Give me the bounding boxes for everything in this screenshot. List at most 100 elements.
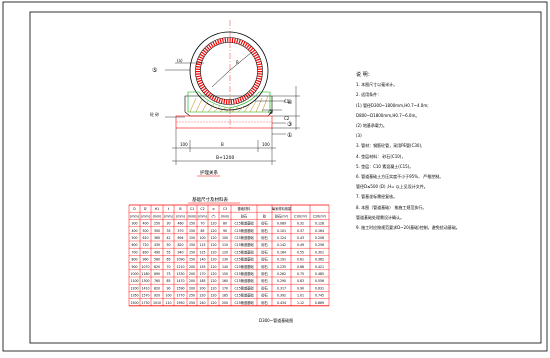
table-cell: 1500 (130, 301, 138, 305)
note-line: (3) (356, 133, 362, 139)
table-cell: 500 (142, 229, 148, 233)
table-cell: 820 (177, 243, 183, 247)
table-cell: 250 (189, 294, 195, 298)
bed-outline (184, 95, 273, 117)
callout-1: ① (287, 132, 292, 139)
table-cell: 0.869 (315, 301, 324, 305)
dim-c1-label: C1 (284, 99, 290, 104)
table-cell: 1180 (141, 272, 149, 276)
table-grid (128, 204, 330, 307)
table-cell: 125 (199, 250, 205, 254)
table-cell: 0.128 (315, 222, 324, 226)
note-line: D800~D1800mm,H0.7~6.0m。 (356, 112, 420, 118)
table-cell: 490 (154, 250, 160, 254)
table-subheader-cell: (mm) (198, 214, 207, 218)
table-header-cell: C1 (190, 207, 194, 211)
table-subheader-cell: (mm) (221, 214, 230, 218)
table-cell: 0.101 (277, 229, 286, 233)
table-cell: 砂石 (261, 271, 267, 276)
table-cell: 240 (199, 301, 205, 305)
table-cell: 砂石 (261, 249, 267, 254)
table-cell: 0.434 (277, 301, 286, 305)
table-cell: 120 (210, 272, 216, 276)
table-cell: 760 (154, 279, 160, 283)
table-cell: 砂石 (261, 293, 267, 298)
table-cell: 940 (177, 250, 183, 254)
table-cell: 100 (165, 294, 171, 298)
table-cell: 720 (142, 243, 148, 247)
pipe-wall-outer (195, 37, 263, 105)
table-cell: 960 (142, 258, 148, 262)
table-cell: 200 (189, 265, 195, 269)
table-cell: 0.124 (277, 236, 286, 240)
table-cell: 0.142 (277, 243, 286, 247)
table-cell: 砂石 (261, 235, 267, 240)
callout-3: ③ (287, 121, 292, 128)
view-title: 护理关系 (200, 169, 218, 176)
table-cell: 55 (166, 250, 170, 254)
table-cell: 250 (189, 301, 195, 305)
table-cell: 1000 (130, 272, 138, 276)
table-cell: 200 (199, 286, 205, 290)
table-cell: 120 (210, 250, 216, 254)
table-subheader-cell: 砂石(m³) (275, 213, 288, 218)
table-cell: 砂石 (261, 285, 267, 290)
callout-5: ⑤ (152, 67, 157, 74)
table-cell: 50 (166, 243, 170, 247)
table-subheader-cell: (mm) (176, 214, 185, 218)
table-cell: C15管道基础 (234, 235, 253, 240)
table-header-cell: 每米材料用量 (272, 206, 292, 211)
table-cell: 0.745 (315, 294, 324, 298)
table-cell: 90 (166, 286, 170, 290)
table-cell: 砂石 (261, 264, 267, 269)
table-subheader-cell: (mm) (141, 214, 150, 218)
table-cell: 150 (189, 222, 195, 226)
radius-line (228, 51, 253, 72)
table-cell: 200 (222, 301, 228, 305)
table-cell: 170 (222, 286, 228, 290)
bottom-caption: D300~管道基础图 (259, 317, 293, 323)
table-subheader-cell: C20(m³) (313, 214, 326, 218)
table-cell: 690 (154, 272, 160, 276)
table-cell: 0.556 (315, 279, 324, 283)
table-header-cell: 基础材料 (238, 206, 252, 211)
table-cell: 1200 (130, 286, 138, 290)
table-cell: 0.631 (315, 286, 324, 290)
note-line: 管径D≤500 (D) ,H= 以上见设计文件。 (356, 184, 428, 190)
table-subheader-cell: (mm) (164, 214, 173, 218)
table-cell: 1730 (141, 301, 149, 305)
table-cell: 130 (222, 258, 228, 262)
table-subheader-cell: (°) (211, 214, 215, 218)
table-title: 基础尺寸及材料表 (192, 196, 228, 203)
table-cell: 150 (189, 250, 195, 254)
table-cell: 120 (210, 301, 216, 305)
table-cell: 120 (210, 294, 216, 298)
table-header-cell: C3 (223, 207, 227, 211)
table-header-cell: D (133, 207, 136, 211)
label-a: (a) (177, 58, 183, 63)
table-cell: C15管道基础 (234, 278, 253, 283)
table-cell: 100 (199, 236, 205, 240)
table-cell: 1950 (176, 301, 184, 305)
table-cell: 42 (166, 236, 170, 240)
table-cell: 400 (142, 222, 148, 226)
table-cell: 砂石 (261, 300, 267, 305)
table-cell: 620 (154, 265, 160, 269)
table-cell: 694 (177, 236, 183, 240)
pipe-wall-hatch (195, 37, 263, 105)
table-cell: C15管道基础 (234, 257, 253, 262)
table-cell: C15管道基础 (234, 285, 253, 290)
note-line: 3. 管材：钢筋砼管，采用PE管(C30), (356, 143, 423, 149)
table-cell: 120 (210, 265, 216, 269)
table-cell: C15管道基础 (234, 300, 253, 305)
table-cell: 1300 (141, 279, 149, 283)
table-cell: 600 (131, 243, 137, 247)
note-line: 5. 垫层：C10 素混凝土(C15)。 (356, 163, 414, 169)
table-cell: 200 (189, 272, 195, 276)
table-header-cell: D' (144, 207, 147, 211)
table-header-cell: C2 (200, 207, 204, 211)
table-cell: 0.392 (277, 294, 286, 298)
table-cell: 220 (199, 294, 205, 298)
note-line: 9. 施工时应按规范要求D~20(基础)控制，避免扰动基础。 (356, 225, 460, 231)
